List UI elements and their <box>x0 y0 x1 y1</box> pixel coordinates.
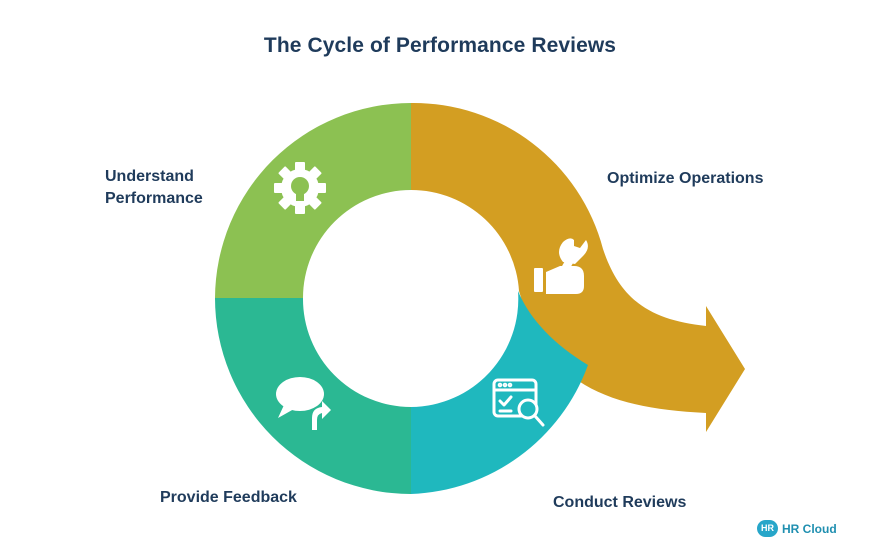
segment-conduct-reviews <box>411 291 588 494</box>
wrench-hand-icon <box>534 238 588 294</box>
label-conduct-reviews: Conduct Reviews <box>553 494 687 511</box>
brand-name: HR Cloud <box>782 521 837 536</box>
diagram-title: The Cycle of Performance Reviews <box>263 34 617 57</box>
label-provide-feedback: Provide Feedback <box>160 489 297 506</box>
brand-logo: HR HR Cloud <box>757 520 837 537</box>
browser-search-icon <box>492 378 545 427</box>
brand-mark: HR <box>757 520 778 537</box>
label-optimize-operations: Optimize Operations <box>607 170 764 187</box>
gear-bulb-icon <box>274 162 326 214</box>
speech-bubble-arrow-icon <box>276 377 331 430</box>
label-understand-performance: Understand Performance <box>105 168 203 207</box>
